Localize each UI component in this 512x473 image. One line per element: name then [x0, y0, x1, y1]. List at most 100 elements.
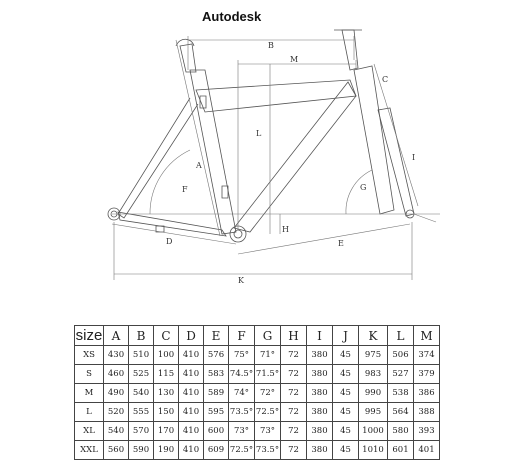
header-cell: J	[332, 325, 359, 346]
header-cell: G	[254, 325, 281, 346]
table-cell: 72.5°	[254, 402, 281, 422]
table-cell: 1000	[358, 421, 388, 441]
table-cell: 583	[203, 364, 229, 384]
header-cell: L	[387, 325, 414, 346]
table-cell: 73.5°	[228, 402, 255, 422]
table-cell: 520	[103, 402, 129, 422]
table-cell: 45	[332, 440, 359, 460]
table-cell: 45	[332, 421, 359, 441]
table-cell: L	[74, 402, 104, 422]
dim-label-A: A	[195, 161, 202, 170]
table-cell: 990	[358, 383, 388, 403]
table-cell: 600	[203, 421, 229, 441]
table-cell: 430	[103, 345, 129, 365]
table-cell: S	[74, 364, 104, 384]
header-cell: B	[128, 325, 154, 346]
table-cell: 564	[387, 402, 414, 422]
header-cell: H	[280, 325, 307, 346]
table-cell: 45	[332, 383, 359, 403]
dim-label-E: E	[338, 239, 344, 248]
table-cell: 410	[178, 402, 204, 422]
table-row: XL 540 570 170 410 600 73° 73° 72 380 45…	[74, 421, 440, 441]
dim-label-G: G	[360, 183, 366, 192]
table-cell: 1010	[358, 440, 388, 460]
table-cell: 609	[203, 440, 229, 460]
table-cell: 374	[413, 345, 440, 365]
table-row: L 520 555 150 410 595 73.5° 72.5° 72 380…	[74, 402, 440, 422]
table-cell: 560	[103, 440, 129, 460]
diagram-title: Autodesk	[202, 9, 262, 24]
table-cell: XXL	[74, 440, 104, 460]
table-cell: 150	[153, 402, 179, 422]
header-cell: I	[306, 325, 333, 346]
table-cell: 410	[178, 364, 204, 384]
table-cell: M	[74, 383, 104, 403]
table-cell: 538	[387, 383, 414, 403]
table-cell: 995	[358, 402, 388, 422]
dim-label-F: F	[182, 185, 188, 194]
table-cell: 525	[128, 364, 154, 384]
table-cell: 74.5°	[228, 364, 255, 384]
table-cell: 490	[103, 383, 129, 403]
header-cell: E	[203, 325, 229, 346]
table-cell: 45	[332, 364, 359, 384]
table-cell: 527	[387, 364, 414, 384]
table-row: M 490 540 130 410 589 74° 72° 72 380 45 …	[74, 383, 440, 403]
table-cell: 460	[103, 364, 129, 384]
table-cell: 410	[178, 383, 204, 403]
table-cell: 576	[203, 345, 229, 365]
table-row: S 460 525 115 410 583 74.5° 71.5° 72 380…	[74, 364, 440, 384]
table-cell: 170	[153, 421, 179, 441]
table-cell: 72	[280, 402, 307, 422]
geometry-table: size A B C D E F G H I J K L M XS 430 51…	[74, 325, 440, 460]
table-cell: 71.5°	[254, 364, 281, 384]
table-cell: 380	[306, 421, 333, 441]
table-cell: 401	[413, 440, 440, 460]
table-cell: 100	[153, 345, 179, 365]
header-cell: A	[103, 325, 129, 346]
table-cell: 380	[306, 402, 333, 422]
table-cell: 388	[413, 402, 440, 422]
table-cell: 72	[280, 383, 307, 403]
header-size: size	[74, 325, 104, 346]
header-cell: F	[228, 325, 255, 346]
header-cell: C	[153, 325, 179, 346]
table-cell: 71°	[254, 345, 281, 365]
dim-label-L: L	[256, 129, 262, 138]
table-row: XS 430 510 100 410 576 75° 71° 72 380 45…	[74, 345, 440, 365]
dimension-lines	[112, 36, 440, 280]
table-cell: 510	[128, 345, 154, 365]
table-cell: 410	[178, 421, 204, 441]
table-header-row: size A B C D E F G H I J K L M	[74, 325, 440, 346]
dim-label-I: I	[412, 153, 415, 162]
table-cell: 72	[280, 421, 307, 441]
table-cell: 190	[153, 440, 179, 460]
table-cell: 130	[153, 383, 179, 403]
table-cell: XS	[74, 345, 104, 365]
table-cell: 73°	[254, 421, 281, 441]
table-cell: 540	[103, 421, 129, 441]
dim-label-C: C	[382, 75, 388, 84]
table-cell: 410	[178, 440, 204, 460]
table-cell: 72	[280, 345, 307, 365]
table-row: XXL 560 590 190 410 609 72.5° 73.5° 72 3…	[74, 440, 440, 460]
table-cell: 380	[306, 345, 333, 365]
table-cell: 601	[387, 440, 414, 460]
dim-label-D: D	[166, 237, 172, 246]
table-cell: 74°	[228, 383, 255, 403]
table-cell: 45	[332, 402, 359, 422]
table-cell: 115	[153, 364, 179, 384]
frame-geometry-diagram: B M L C A F G I H D E K	[0, 0, 512, 285]
frame-outline	[108, 30, 414, 242]
table-cell: 72	[280, 364, 307, 384]
dim-label-H: H	[282, 225, 289, 234]
header-cell: D	[178, 325, 204, 346]
table-cell: 380	[306, 383, 333, 403]
table-cell: 380	[306, 364, 333, 384]
dim-label-B: B	[268, 41, 274, 50]
table-cell: 580	[387, 421, 414, 441]
table-cell: 540	[128, 383, 154, 403]
table-cell: 589	[203, 383, 229, 403]
table-cell: 983	[358, 364, 388, 384]
table-cell: 73.5°	[254, 440, 281, 460]
